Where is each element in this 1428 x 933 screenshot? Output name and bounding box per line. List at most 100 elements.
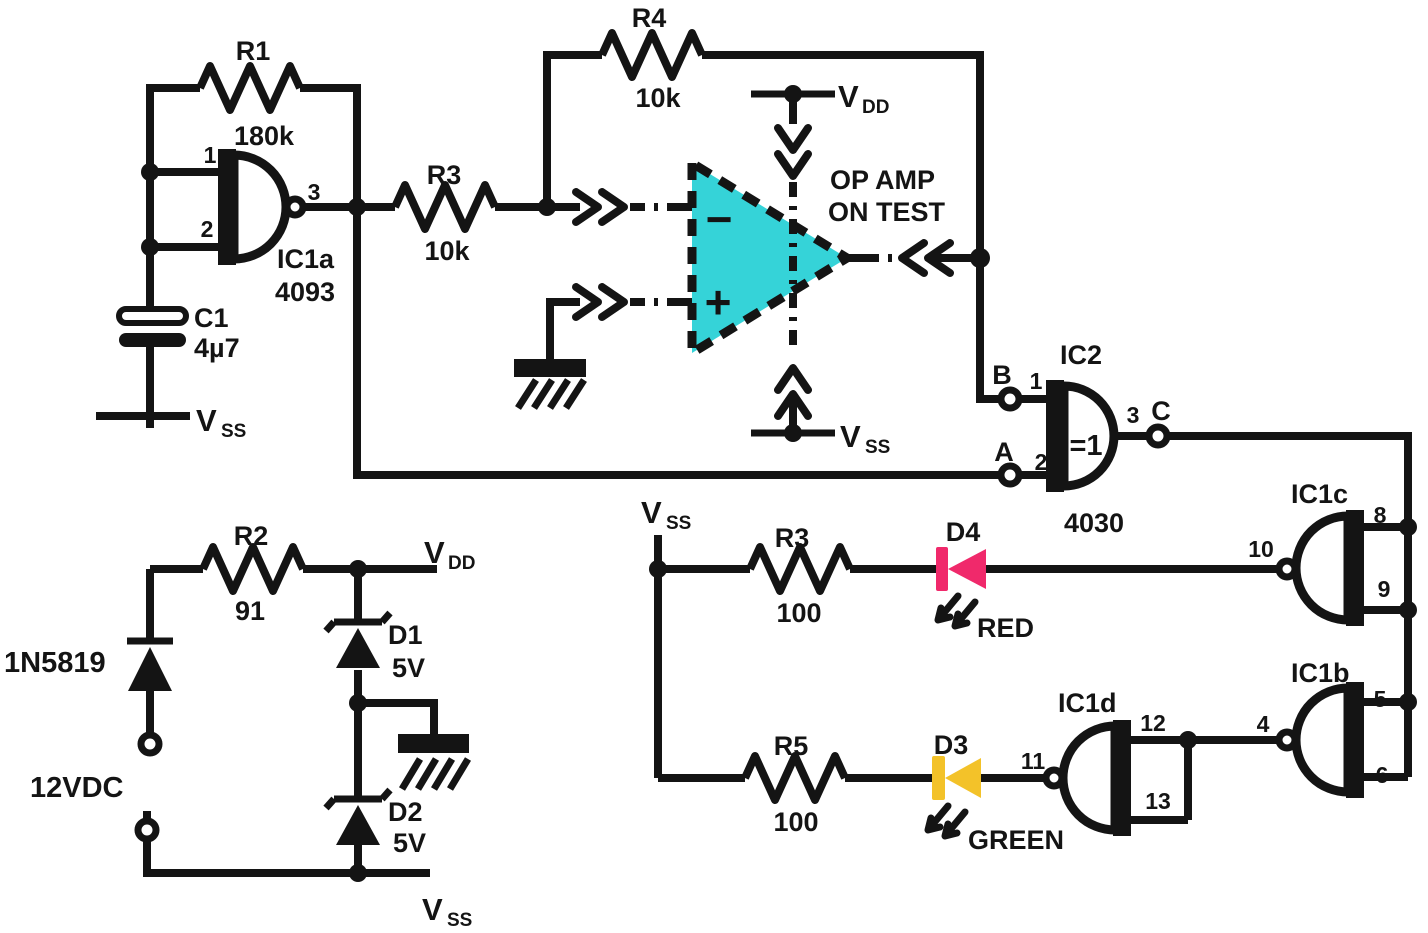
labels: R1 180k 1 2 3 IC1a 4093 C1 4µ7 V SS R3 1… bbox=[4, 3, 1390, 931]
opamp-triangle bbox=[687, 158, 852, 358]
label-vss-opamp-sub: SS bbox=[865, 437, 890, 458]
label-c1-value: 4µ7 bbox=[194, 333, 240, 363]
label-vss-psu-sub: SS bbox=[447, 910, 472, 931]
label-c1: C1 bbox=[194, 303, 229, 333]
gate-ic1c bbox=[1275, 510, 1364, 626]
label-vss-psu: V bbox=[422, 892, 443, 927]
label-ic1c-pin8: 8 bbox=[1374, 502, 1387, 528]
label-node-c: C bbox=[1151, 396, 1171, 426]
label-d1-value: 5V bbox=[392, 653, 425, 683]
label-ic1b-pin4: 4 bbox=[1257, 711, 1270, 737]
ic1b-invert-bubble bbox=[1275, 728, 1299, 752]
label-ic1c: IC1c bbox=[1291, 479, 1348, 509]
probe-arrow-plus-icon bbox=[572, 283, 628, 321]
label-ic1d-pin11: 11 bbox=[1021, 748, 1046, 774]
label-vdd-opamp: V bbox=[838, 79, 859, 114]
label-d2-value: 5V bbox=[393, 828, 426, 858]
label-vdd-psu-sub: DD bbox=[448, 553, 475, 574]
label-ic1a-part: 4093 bbox=[275, 277, 335, 307]
vdd-arrow-icon bbox=[774, 124, 812, 180]
label-ic1d: IC1d bbox=[1058, 688, 1117, 718]
label-d3-color: GREEN bbox=[968, 825, 1064, 855]
supply-positive-terminal bbox=[137, 731, 163, 757]
vss-arrow-icon bbox=[774, 364, 812, 420]
label-r4-value: 10k bbox=[635, 83, 681, 113]
label-r2-value: 91 bbox=[235, 596, 265, 626]
ground-icon-opamp-plus bbox=[514, 359, 587, 410]
label-ic2-xor-symbol: =1 bbox=[1069, 430, 1102, 462]
led-d4-red bbox=[934, 547, 986, 630]
label-r2: R2 bbox=[234, 521, 269, 551]
probe-arrow-minus-icon bbox=[572, 188, 628, 226]
label-r3-100: R3 bbox=[775, 523, 810, 553]
label-opamp-minus: − bbox=[706, 193, 733, 245]
label-opamp-line2: ON TEST bbox=[828, 197, 946, 227]
terminals bbox=[134, 386, 1171, 843]
label-12vdc: 12VDC bbox=[30, 772, 124, 804]
resistor-r4 bbox=[598, 29, 706, 81]
label-d4: D4 bbox=[946, 517, 981, 547]
resistor-r1 bbox=[196, 62, 304, 114]
node-b-terminal bbox=[997, 386, 1023, 412]
wires bbox=[96, 51, 1412, 877]
label-r1: R1 bbox=[236, 36, 271, 66]
label-ic1a-pin2: 2 bbox=[201, 216, 214, 242]
label-vdd-opamp-sub: DD bbox=[862, 97, 889, 118]
supply-negative-terminal bbox=[134, 817, 160, 843]
label-ic2-pin2: 2 bbox=[1035, 449, 1048, 475]
label-r4: R4 bbox=[632, 3, 667, 33]
label-d3: D3 bbox=[934, 730, 969, 760]
resistors bbox=[196, 29, 854, 804]
junction-dots bbox=[141, 85, 1417, 882]
label-ic2: IC2 bbox=[1060, 340, 1102, 370]
label-r1-value: 180k bbox=[234, 121, 295, 151]
ic1d-invert-bubble bbox=[1042, 766, 1066, 790]
label-ic1c-pin10: 10 bbox=[1248, 536, 1274, 562]
resistor-r3-10k bbox=[391, 181, 499, 233]
label-ic2-pin3: 3 bbox=[1127, 402, 1140, 428]
label-ic1d-pin13: 13 bbox=[1145, 788, 1171, 814]
label-ic1c-pin9: 9 bbox=[1378, 576, 1391, 602]
label-ic1b: IC1b bbox=[1291, 658, 1350, 688]
label-ic1b-pin6: 6 bbox=[1376, 762, 1389, 788]
label-1n5819: 1N5819 bbox=[4, 647, 106, 679]
gate-ic1a bbox=[218, 149, 307, 265]
label-ic1b-pin5: 5 bbox=[1374, 686, 1387, 712]
label-ic1a-pin3: 3 bbox=[308, 179, 321, 205]
label-vss-led-rail-sub: SS bbox=[666, 513, 691, 534]
led-d3-rays-icon bbox=[924, 802, 969, 840]
label-vdd-psu: V bbox=[424, 535, 445, 570]
resistor-r3-100 bbox=[746, 543, 854, 595]
label-vss-led-rail: V bbox=[641, 495, 662, 530]
label-d4-color: RED bbox=[977, 613, 1034, 643]
label-ic2-pin1: 1 bbox=[1030, 368, 1043, 394]
ground-icon-psu bbox=[398, 734, 472, 791]
node-c-terminal bbox=[1145, 423, 1171, 449]
label-r5-value: 100 bbox=[773, 807, 818, 837]
led-d4-rays-icon bbox=[934, 592, 979, 630]
ic1c-invert-bubble bbox=[1275, 557, 1299, 581]
probe-arrow-output-icon bbox=[898, 239, 954, 277]
label-vss-opamp: V bbox=[840, 419, 861, 454]
label-node-b: B bbox=[992, 360, 1012, 390]
label-ic1a-pin1: 1 bbox=[204, 142, 217, 168]
label-r5: R5 bbox=[774, 731, 809, 761]
label-r3-10k-value: 10k bbox=[424, 236, 470, 266]
diode-1n5819 bbox=[127, 637, 173, 691]
gate-ic1d bbox=[1042, 720, 1131, 836]
gate-ic2-xor bbox=[1046, 380, 1119, 492]
node-a-terminal bbox=[997, 462, 1023, 488]
capacitor-c1 bbox=[116, 306, 189, 347]
resistor-r2 bbox=[199, 543, 307, 595]
led-d3-green bbox=[924, 756, 981, 840]
label-ic1d-pin12: 12 bbox=[1140, 710, 1166, 736]
zener-d2 bbox=[323, 787, 393, 845]
label-r3-10k: R3 bbox=[427, 160, 462, 190]
label-ic1a: IC1a bbox=[277, 244, 335, 274]
label-d2: D2 bbox=[388, 797, 423, 827]
label-opamp-line1: OP AMP bbox=[830, 165, 935, 195]
opamp-under-test bbox=[572, 90, 954, 437]
label-node-a: A bbox=[994, 437, 1014, 467]
label-opamp-plus: + bbox=[705, 276, 732, 328]
